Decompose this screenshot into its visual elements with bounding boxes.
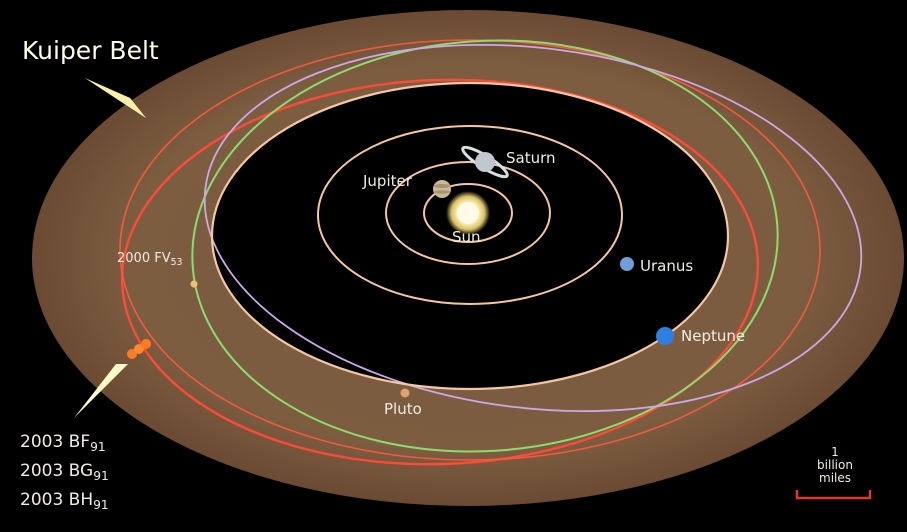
orbit-uranus (317, 125, 623, 305)
orbit-neptune (210, 81, 730, 391)
uranus-label: Uranus (640, 257, 694, 275)
kbo-label-bf91: 2003 BF91 (20, 432, 106, 455)
kbo-labels: 2003 BF91 2003 BG91 2003 BH91 (20, 428, 109, 515)
planet-uranus (620, 257, 634, 271)
kbo-pointer (74, 364, 128, 418)
scale-unit-2: miles (819, 471, 851, 485)
pluto-label: Pluto (384, 400, 422, 418)
planet-jupiter (433, 180, 451, 198)
neptune-label: Neptune (681, 327, 746, 345)
jupiter-label: Jupiter (363, 172, 412, 190)
saturn-label: Saturn (506, 149, 556, 167)
planet-saturn (475, 152, 495, 172)
orbit-pluto (203, 43, 863, 413)
sun (457, 202, 479, 224)
kbo-cluster (127, 339, 151, 359)
scale-bar (795, 490, 872, 500)
kuiper-belt-pointer-shade (85, 78, 146, 118)
orbit-jupiter (423, 183, 513, 243)
fv53-label: 2000 FV53 (117, 251, 183, 269)
orbit-saturn (385, 161, 551, 265)
scale-unit-1: billion (817, 458, 853, 472)
kbo-label-bg91: 2003 BG91 (20, 461, 109, 484)
orbit-2003-bf91 (120, 78, 760, 466)
orbit-2000-fv53 (191, 39, 779, 453)
scale-label: 1 billion miles (800, 446, 870, 485)
kuiper-belt-pointer (88, 80, 146, 118)
jupiter-band (434, 190, 450, 194)
inner-solar-system-region (212, 83, 728, 389)
jupiter-band (434, 184, 450, 188)
kbo-label-bh91: 2003 BH91 (20, 490, 109, 513)
object-2000-fv53 (190, 280, 198, 288)
planet-pluto (400, 388, 410, 398)
kuiper-belt-title: Kuiper Belt (22, 36, 159, 65)
orbit-kbo-outer (119, 39, 821, 461)
sun-label: Sun (452, 228, 481, 246)
scale-value: 1 (831, 445, 839, 459)
planet-neptune (656, 327, 674, 345)
